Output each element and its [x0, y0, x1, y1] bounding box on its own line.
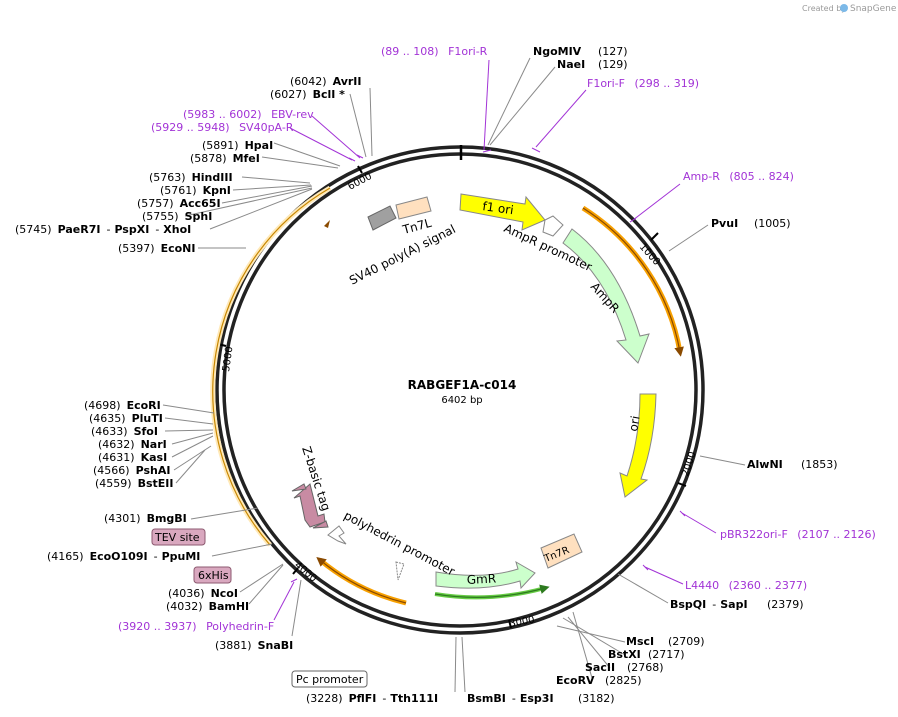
snapgene-logo-icon: [840, 4, 848, 12]
enzyme-bcli[interactable]: (6027)BclI *: [270, 88, 345, 101]
enzyme-bspqi-sapi[interactable]: BspQI-SapI(2379): [670, 598, 804, 611]
enzyme-ecori[interactable]: (4698)EcoRI: [84, 399, 161, 412]
feature-ampr-promoter-arrow[interactable]: [542, 215, 564, 237]
his-tag-label: 6xHis: [198, 569, 229, 582]
enzyme-bmgbi[interactable]: (4301)BmgBI: [104, 512, 187, 525]
enzyme-ecoo109i-ppumi[interactable]: (4165)EcoO109I-PpuMI: [47, 550, 200, 563]
feature-polyhedrin-arrow[interactable]: [327, 525, 347, 545]
created-by-text: Created by: [802, 4, 846, 13]
enzyme-pflfi-tth111i[interactable]: (3228)PflFI-Tth111I: [306, 692, 438, 705]
enzyme-hindiii[interactable]: (5763)HindIII: [149, 171, 233, 184]
enzyme-kpni[interactable]: (5761)KpnI: [160, 184, 231, 197]
pc-promoter-label: Pc promoter: [296, 673, 364, 686]
primer-pbr322ori-f[interactable]: pBR322ori-F (2107 .. 2126): [720, 528, 876, 541]
enzyme-sacii[interactable]: SacII(2768): [585, 661, 664, 674]
tick-label-3000: 3000: [509, 615, 536, 630]
feature-zbasic[interactable]: [293, 483, 326, 528]
feature-ori[interactable]: [619, 393, 657, 498]
feature-his-marker: [312, 520, 329, 529]
enzyme-snabi[interactable]: (3881)SnaBI: [215, 639, 293, 652]
enzyme-kasi[interactable]: (4631)KasI: [98, 451, 167, 464]
feature-tn7r[interactable]: [540, 533, 583, 569]
primer-ebv-rev[interactable]: (5983 .. 6002) EBV-rev: [183, 108, 314, 121]
feature-ampr[interactable]: [562, 228, 650, 364]
primer-amp-r[interactable]: Amp-R (805 .. 824): [683, 170, 794, 183]
feature-label-gmr: GmR: [466, 571, 496, 587]
feature-pc-promoter[interactable]: [395, 561, 405, 581]
feature-label-sv40: SV40 poly(A) signal: [347, 222, 458, 288]
enzyme-sfoi[interactable]: (4633)SfoI: [91, 425, 158, 438]
snapgene-brand: SnapGene: [850, 4, 897, 14]
tick-2000: [677, 482, 687, 487]
feature-tev-marker: [291, 483, 307, 492]
tick-6000: [357, 165, 363, 174]
feature-tn7l[interactable]: [395, 196, 432, 220]
enzyme-acc65i[interactable]: (5757)Acc65I: [137, 197, 221, 210]
enzyme-pvui[interactable]: PvuI(1005): [711, 217, 791, 230]
tev-site-box[interactable]: [151, 528, 206, 546]
pc-promoter-box[interactable]: [291, 670, 368, 688]
enzyme-ecorv[interactable]: EcoRV(2825): [556, 674, 642, 687]
feature-sv40[interactable]: [367, 205, 397, 231]
feature-label-f1ori: f1 ori: [482, 199, 515, 217]
feature-f1ori[interactable]: [459, 193, 546, 231]
plasmid-length: 6402 bp: [441, 395, 482, 406]
primer-f1ori-r[interactable]: (89 .. 108) F1ori-R: [381, 45, 488, 58]
tick-4000: [292, 567, 299, 575]
tick-1000: [650, 232, 659, 241]
enzyme-bamhi[interactable]: (4032)BamHI: [166, 600, 249, 613]
primer-polyhedrin-f[interactable]: (3920 .. 3937) Polyhedrin-F: [118, 620, 274, 633]
enzyme-msci[interactable]: MscI(2709): [626, 635, 705, 648]
feature-label-ori: ori: [626, 415, 642, 433]
enzyme-nari[interactable]: (4632)NarI: [98, 438, 167, 451]
tev-site-label: TEV site: [154, 531, 200, 544]
enzyme-alwni[interactable]: AlwNI(1853): [747, 458, 838, 471]
enzyme-nael[interactable]: NaeI(129): [557, 58, 628, 71]
enzyme-bsmbi-esp3i[interactable]: BsmBI-Esp3I(3182): [467, 692, 615, 705]
enzyme-ncoi[interactable]: (4036)NcoI: [168, 587, 238, 600]
his-tag-box[interactable]: [193, 566, 232, 584]
primer-l4440[interactable]: L4440 (2360 .. 2377): [685, 579, 807, 592]
enzyme-ngomiv[interactable]: NgoMIV(127): [533, 45, 628, 58]
enzyme-econi[interactable]: (5397)EcoNI: [118, 242, 195, 255]
feature-gmr[interactable]: [435, 560, 536, 590]
primer-leader-lines: [273, 59, 717, 621]
primer-f1ori-f[interactable]: F1ori-F (298 .. 319): [587, 77, 699, 90]
enzyme-paer7i-pspxi-xhoi[interactable]: (5745)PaeR7I-PspXI-XhoI: [15, 223, 191, 236]
tick-3000: [508, 619, 512, 629]
primer-sv40pa-r[interactable]: (5929 .. 5948) SV40pA-R: [151, 121, 294, 134]
enzyme-bstxi[interactable]: BstXI(2717): [608, 648, 685, 661]
enzyme-bsteii[interactable]: (4559)BstEII: [95, 477, 173, 490]
enzyme-avrii[interactable]: (6042)AvrII: [290, 75, 361, 88]
tick-label-2000: 2000: [680, 450, 698, 478]
enzyme-hpai[interactable]: (5891)HpaI: [202, 139, 273, 152]
enzyme-leader-lines: [162, 57, 746, 693]
plasmid-name: RABGEF1A-c014: [408, 378, 517, 392]
enzyme-sphi[interactable]: (5755)SphI: [142, 210, 212, 223]
tick-label-4000: 4000: [292, 560, 319, 585]
tick-label-5000: 5000: [221, 346, 235, 373]
enzyme-pluti[interactable]: (4635)PluTI: [89, 412, 163, 425]
enzyme-pshai[interactable]: (4566)PshAI: [93, 464, 170, 477]
enzyme-mfei[interactable]: (5878)MfeI: [190, 152, 260, 165]
